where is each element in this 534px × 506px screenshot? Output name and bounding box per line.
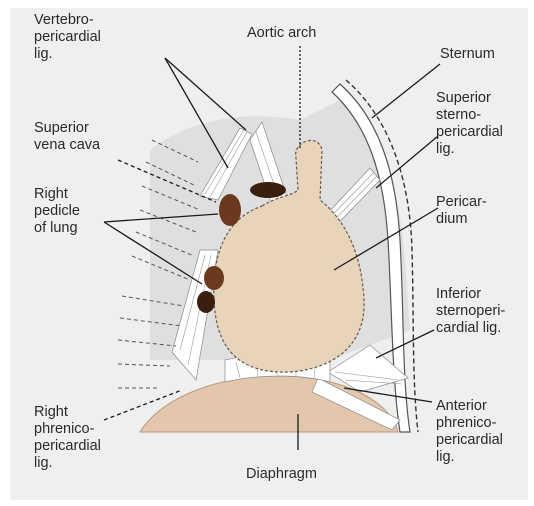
label-right-pedicle-of-lung: Right pedicle of lung: [34, 186, 80, 237]
superior-vena-cava-vessel: [219, 194, 241, 226]
aortic-arch-vessel: [250, 182, 286, 198]
label-aortic-arch: Aortic arch: [247, 25, 316, 42]
label-vertebro-pericardial-lig: Vertebro- pericardial lig.: [34, 12, 101, 63]
label-anterior-phrenico-pericardial-lig: Anterior phrenico- pericardial lig.: [436, 398, 503, 466]
label-inferior-sternopericardial-lig: Inferior sternoperi- cardial lig.: [436, 286, 505, 337]
label-sternum: Sternum: [440, 46, 495, 63]
pedicle-vessel-upper: [204, 266, 224, 290]
label-diaphragm: Diaphragm: [246, 466, 317, 483]
label-superior-sterno-pericardial-lig: Superior sterno- pericardial lig.: [436, 90, 503, 158]
label-right-phrenico-pericardial-lig: Right phrenico- pericardial lig.: [34, 404, 101, 472]
label-pericardium: Pericar- dium: [436, 194, 487, 228]
label-superior-vena-cava: Superior vena cava: [34, 120, 100, 154]
pedicle-vessel-lower: [197, 291, 215, 313]
